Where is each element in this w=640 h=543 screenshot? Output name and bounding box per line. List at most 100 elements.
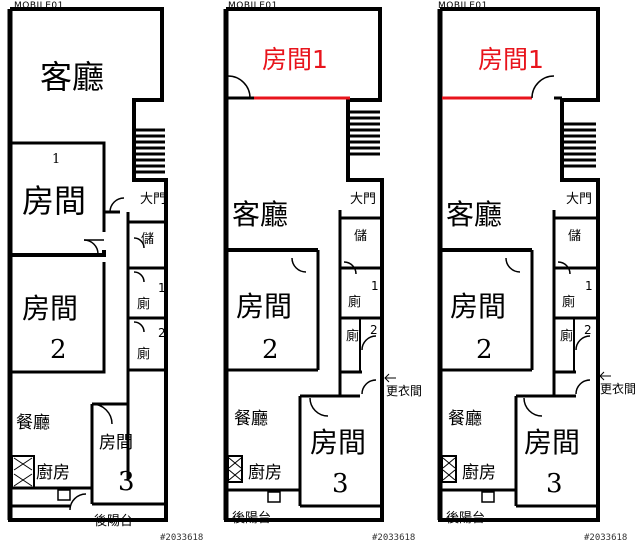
staircase <box>564 122 596 168</box>
bath2-label: 廁 <box>137 346 150 362</box>
wall <box>12 262 106 374</box>
bath1-label: 廁 <box>348 294 361 310</box>
stove-mark <box>228 457 242 469</box>
photo-id-plan3: #2033618 <box>584 533 627 543</box>
door-swing <box>361 379 377 395</box>
watermark-plan1: MOBILE01 <box>14 1 64 11</box>
door-swing <box>309 397 329 417</box>
kitchen-label: 廚房 <box>36 462 70 483</box>
bath2-label: 廁 <box>346 328 359 344</box>
door-swing <box>83 239 99 255</box>
balcony-label: 後陽台 <box>232 511 271 526</box>
room2-label: 房間 <box>450 290 506 323</box>
watermark-plan2: MOBILE01 <box>228 1 278 11</box>
room2-number: 2 <box>50 335 67 365</box>
door-swing <box>133 237 145 249</box>
balcony-label: 後陽台 <box>446 511 485 526</box>
main-door-label: 大門 <box>140 192 166 207</box>
wall <box>12 250 106 257</box>
kitchen-label: 廚房 <box>248 462 282 483</box>
door-swing <box>227 75 251 99</box>
dining-label: 餐廳 <box>448 409 482 429</box>
door-swing <box>109 197 125 213</box>
outer-wall <box>224 7 384 522</box>
door-swing <box>343 261 357 275</box>
door-swing <box>505 257 521 273</box>
kitchen-counter <box>227 455 243 483</box>
room3-number: 3 <box>118 467 135 497</box>
watermark-plan3: MOBILE01 <box>438 1 488 11</box>
dining-label: 餐廳 <box>16 413 50 433</box>
room3-label: 房間 <box>99 433 133 453</box>
room2-number: 2 <box>476 335 493 365</box>
storage-label: 儲 <box>141 232 154 247</box>
kitchen-counter <box>441 455 457 483</box>
stove-mark <box>442 469 456 481</box>
living-room-label: 客廳 <box>446 198 502 231</box>
door-swing <box>291 257 307 273</box>
door-swing <box>575 379 591 395</box>
wall <box>12 141 106 224</box>
bath1-label: 廁 <box>562 294 575 310</box>
door-swing <box>133 271 145 283</box>
plan-original <box>7 7 168 522</box>
room3-label: 房間 <box>524 426 580 459</box>
room3-label: 房間 <box>310 426 366 459</box>
dressing-label: 更衣間 <box>386 383 422 398</box>
room3-number: 3 <box>546 469 563 499</box>
stove-mark <box>13 457 33 471</box>
bath1-number: 1 <box>371 279 379 293</box>
dressing-arrow <box>599 371 611 381</box>
bath1-number: 1 <box>158 281 166 295</box>
dressing-arrow <box>384 373 396 383</box>
bath1-label: 廁 <box>137 296 150 312</box>
stove-mark <box>228 469 242 481</box>
living-room-label: 客廳 <box>232 198 288 231</box>
kitchen-counter <box>11 455 35 489</box>
room1-number: 1 <box>52 152 60 167</box>
main-door-label: 大門 <box>566 192 592 207</box>
dressing-label: 更衣間 <box>600 381 636 396</box>
door-swing <box>69 493 87 511</box>
staircase <box>136 128 165 174</box>
plan-option-b <box>437 7 600 522</box>
highlight-room-label: 房間1 <box>478 45 544 74</box>
door-swing <box>91 403 113 425</box>
sink <box>267 491 281 503</box>
bath1-number: 1 <box>585 279 593 293</box>
door-swing <box>531 75 555 99</box>
storage-label: 儲 <box>568 229 581 244</box>
room3-number: 3 <box>332 469 349 499</box>
main-door-label: 大門 <box>350 192 376 207</box>
bath2-number: 2 <box>370 323 378 337</box>
sink <box>57 489 71 501</box>
door-swing <box>575 335 591 351</box>
door-swing <box>133 321 145 333</box>
room2-number: 2 <box>262 335 279 365</box>
dining-label: 餐廳 <box>234 409 268 429</box>
stove-mark <box>13 473 33 487</box>
room1-label: 房間 <box>22 182 86 220</box>
photo-id-plan1: #2033618 <box>160 533 203 543</box>
balcony-label: 後陽台 <box>94 514 133 529</box>
staircase <box>350 110 380 156</box>
outer-wall <box>8 7 168 522</box>
door-swing <box>557 261 571 275</box>
storage-label: 儲 <box>354 229 367 244</box>
living-room-label: 客廳 <box>40 58 104 96</box>
photo-id-plan2: #2033618 <box>372 533 415 543</box>
bath2-number: 2 <box>584 323 592 337</box>
bath2-number: 2 <box>158 326 166 340</box>
plan-option-a <box>223 7 384 522</box>
room2-label: 房間 <box>236 290 292 323</box>
stove-mark <box>442 457 456 469</box>
outer-wall <box>438 7 600 522</box>
door-swing <box>361 335 377 351</box>
highlight-room-label: 房間1 <box>262 45 328 74</box>
kitchen-label: 廚房 <box>462 462 496 483</box>
sink <box>481 491 495 503</box>
door-swing <box>523 397 543 417</box>
room2-label: 房間 <box>22 292 78 325</box>
bath2-label: 廁 <box>560 328 573 344</box>
